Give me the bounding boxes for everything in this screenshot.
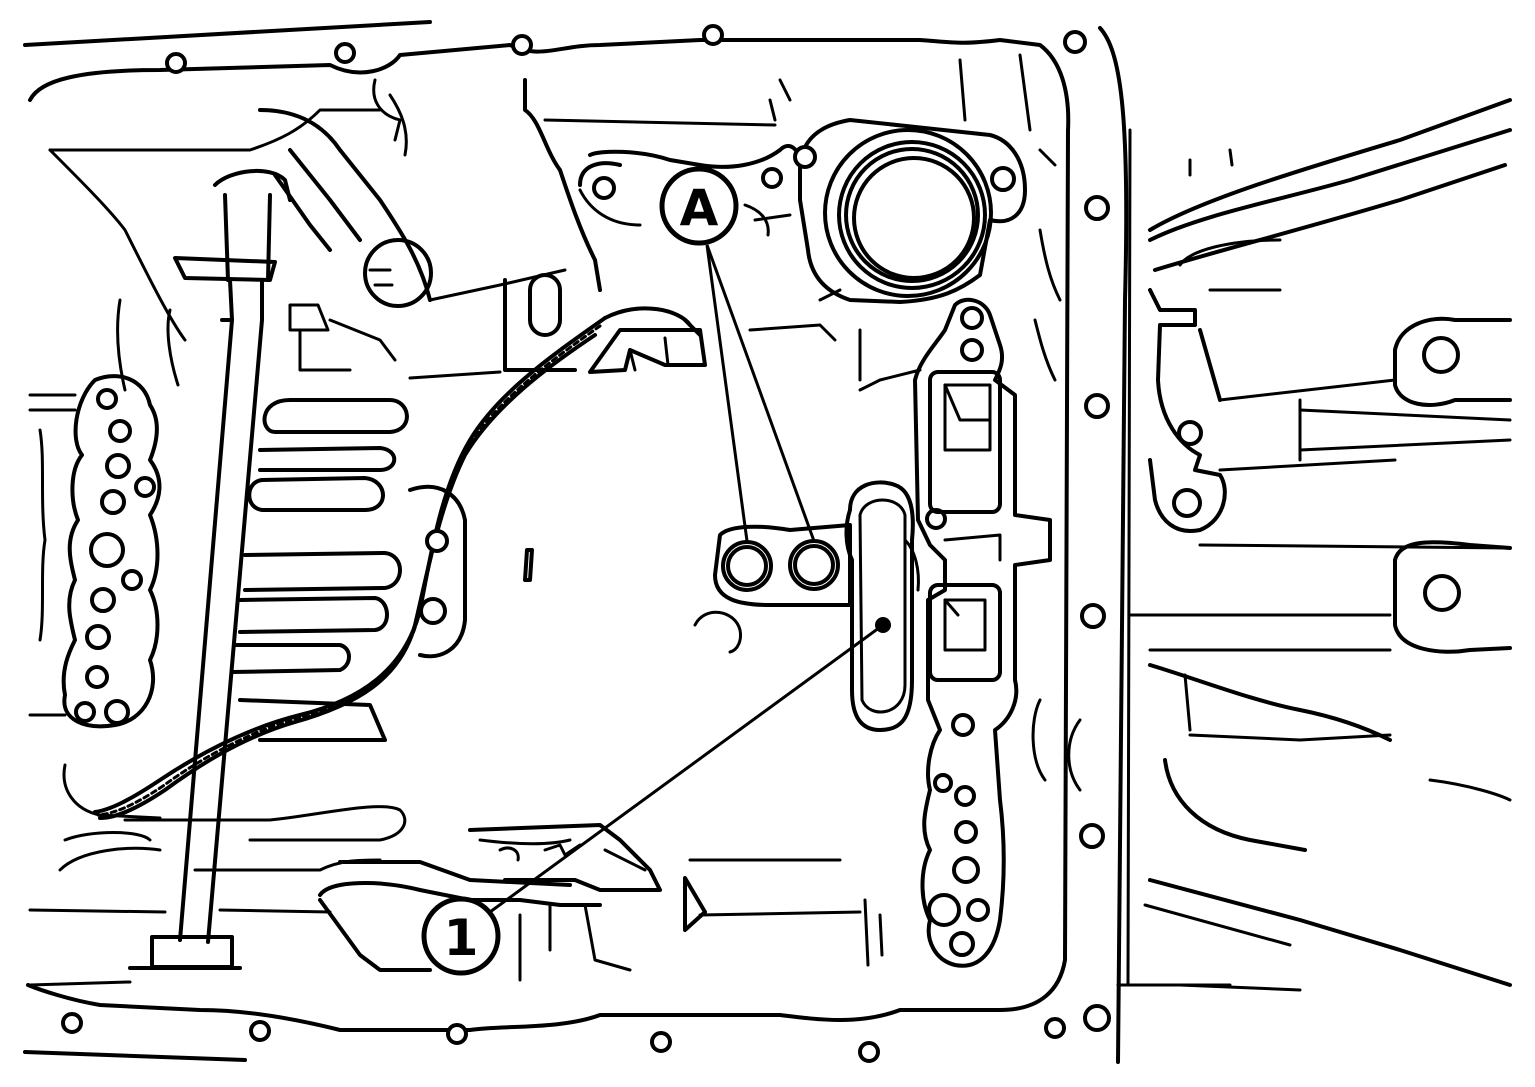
- callout-1-pointer-dot: [875, 617, 891, 633]
- upper-left-bracket: [258, 78, 577, 380]
- lower-center-features: [318, 823, 884, 982]
- callout-a-label: A: [680, 179, 719, 237]
- left-structure: [28, 108, 407, 987]
- callout-1: 1: [421, 617, 891, 976]
- strainer-opening: [844, 480, 920, 732]
- plug-pair: [523, 523, 852, 654]
- perimeter-bolt-holes: [61, 24, 1111, 1063]
- left-slots: [230, 303, 409, 742]
- callout-a-circle: [659, 166, 739, 246]
- callout-a: A: [659, 166, 816, 542]
- harness-bracket: [588, 328, 707, 374]
- center-right-edge: [858, 148, 1082, 792]
- center-right-gasket: [913, 297, 1052, 968]
- long-bolt: [128, 168, 292, 970]
- callout-1-circle: [421, 896, 501, 976]
- left-gasket-plate: [61, 374, 162, 729]
- bearing-bore: [793, 118, 1027, 304]
- case-outline: [23, 20, 1232, 1064]
- callout-a-leader-right: [705, 244, 816, 542]
- callout-1-leader: [489, 623, 884, 914]
- right-casting: [1128, 98, 1512, 992]
- wire-harness: [93, 306, 702, 820]
- upper-center-casting: [523, 53, 1032, 342]
- left-middle-panel: [408, 484, 467, 659]
- callout-a-leader-left: [705, 244, 749, 542]
- callout-1-label: 1: [444, 909, 479, 967]
